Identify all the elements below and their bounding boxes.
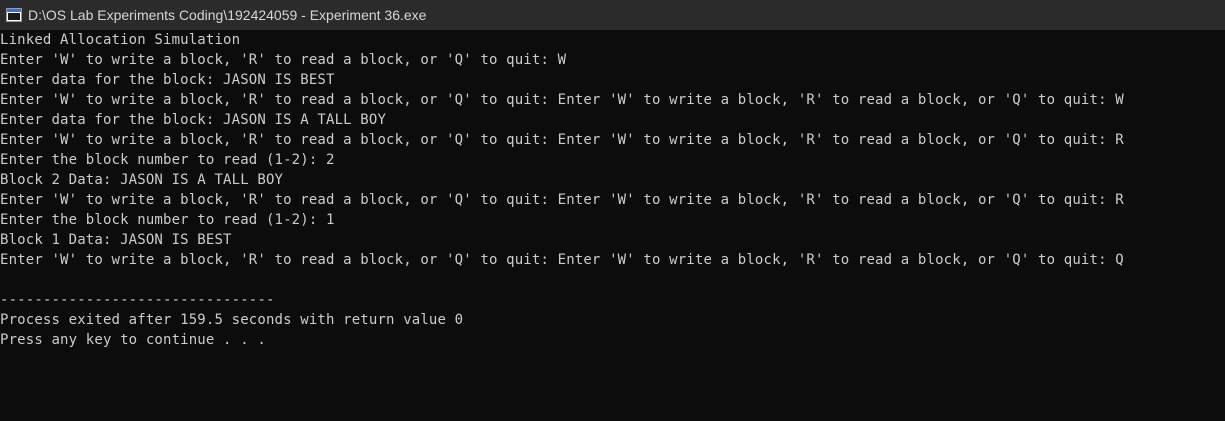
window-title: D:\OS Lab Experiments Coding\192424059 -… (28, 7, 427, 23)
exit-status-line: Process exited after 159.5 seconds with … (0, 312, 464, 328)
console-line: Enter 'W' to write a block, 'R' to read … (0, 132, 1124, 148)
console-line: Linked Allocation Simulation (0, 32, 241, 48)
separator-line: -------------------------------- (0, 292, 275, 308)
title-bar[interactable]: D:\OS Lab Experiments Coding\192424059 -… (0, 0, 1225, 30)
console-line: Block 2 Data: JASON IS A TALL BOY (0, 172, 284, 188)
console-app-icon (6, 8, 22, 22)
console-line: Enter 'W' to write a block, 'R' to read … (0, 52, 567, 68)
console-line: Enter data for the block: JASON IS A TAL… (0, 112, 387, 128)
console-line: Enter the block number to read (1-2): 1 (0, 212, 335, 228)
console-line: Block 1 Data: JASON IS BEST (0, 232, 232, 248)
console-line: Enter the block number to read (1-2): 2 (0, 152, 335, 168)
console-line: Enter 'W' to write a block, 'R' to read … (0, 252, 1124, 268)
console-output[interactable]: Linked Allocation Simulation Enter 'W' t… (0, 30, 1225, 421)
console-line: Enter 'W' to write a block, 'R' to read … (0, 92, 1124, 108)
console-blank-line (0, 270, 1225, 290)
continue-prompt: Press any key to continue . . . (0, 332, 266, 348)
console-line: Enter data for the block: JASON IS BEST (0, 72, 335, 88)
console-line: Enter 'W' to write a block, 'R' to read … (0, 192, 1124, 208)
